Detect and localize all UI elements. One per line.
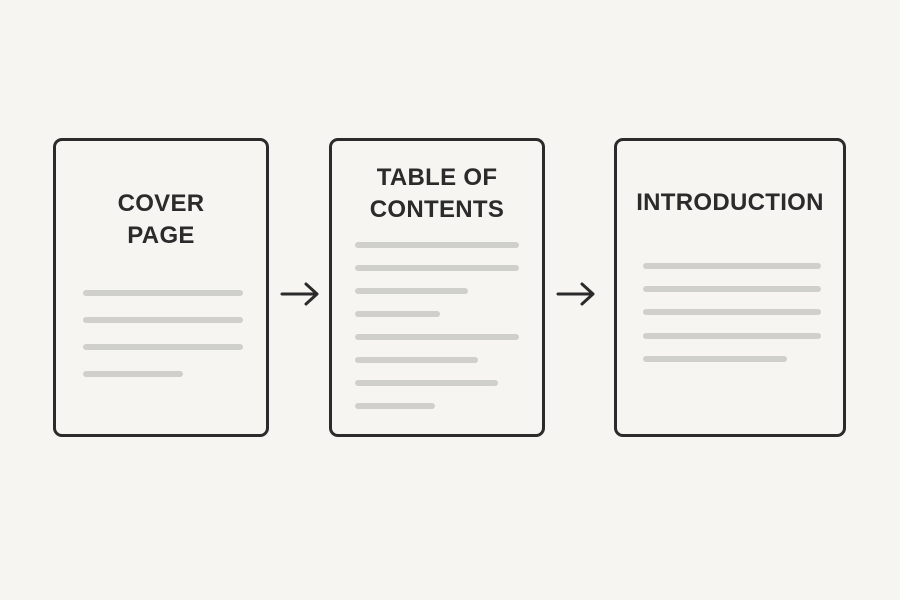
text-placeholder-line xyxy=(355,265,519,271)
text-placeholder-line xyxy=(643,263,821,269)
text-placeholder-line xyxy=(83,371,183,377)
page-title-line: TABLE OF xyxy=(376,164,498,191)
page-title-line: COVER xyxy=(117,190,205,217)
arrow-right-icon xyxy=(280,282,319,306)
text-placeholder-line xyxy=(355,403,435,409)
arrow-right-icon xyxy=(556,282,595,306)
page-title-line: INTRODUCTION xyxy=(636,189,824,216)
page-title-table-of-contents: TABLE OF CONTENTS xyxy=(332,162,542,226)
page-card-cover: COVER PAGE xyxy=(53,138,269,437)
text-placeholder-line xyxy=(643,333,821,339)
text-placeholder-line xyxy=(355,334,519,340)
text-placeholder-line xyxy=(355,288,468,294)
text-placeholder-line xyxy=(643,309,821,315)
text-placeholder-line xyxy=(355,242,519,248)
text-placeholder-line xyxy=(355,380,498,386)
page-card-table-of-contents: TABLE OF CONTENTS xyxy=(329,138,545,437)
page-title-line: CONTENTS xyxy=(369,196,505,223)
text-placeholder-line xyxy=(83,317,243,323)
page-card-introduction: INTRODUCTION xyxy=(614,138,846,437)
page-title-cover: COVER PAGE xyxy=(56,188,266,252)
text-placeholder-line xyxy=(83,290,243,296)
page-title-introduction: INTRODUCTION xyxy=(617,187,843,219)
page-title-line: PAGE xyxy=(127,222,195,249)
text-placeholder-line xyxy=(83,344,243,350)
text-placeholder-line xyxy=(643,286,821,292)
text-placeholder-line xyxy=(355,311,440,317)
text-placeholder-line xyxy=(355,357,478,363)
text-placeholder-line xyxy=(643,356,787,362)
